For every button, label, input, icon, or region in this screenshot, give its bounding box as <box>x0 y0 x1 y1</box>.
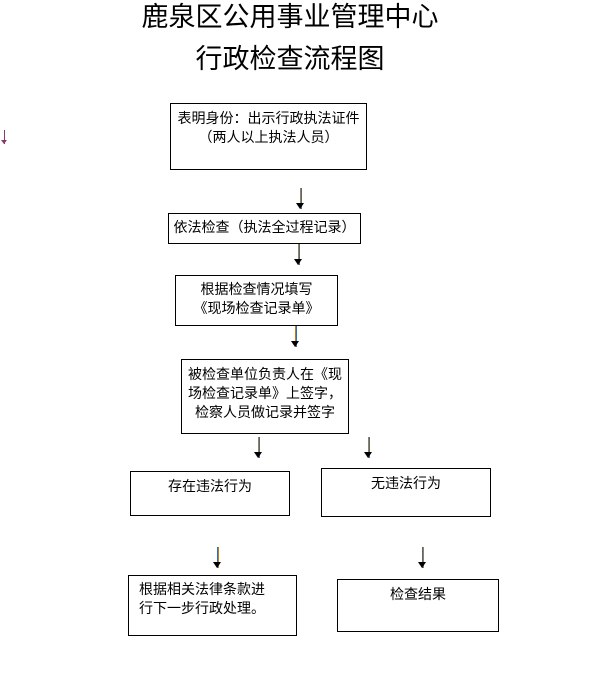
step-text: 场检查记录单》上签字， <box>188 386 342 402</box>
step-text: 《现场检查记录单》 <box>193 301 320 317</box>
stray-arrow-icon <box>0 130 9 144</box>
step-fill-record: 根据检查情况填写 《现场检查记录单》 <box>175 275 338 326</box>
arrow-down-icon <box>291 326 300 347</box>
branch-no-violation: 无违法行为 <box>321 468 491 517</box>
arrow-down-icon <box>294 244 303 265</box>
step-text: 依法检查（执法全过程记录） <box>173 220 356 236</box>
arrow-down-icon <box>213 547 222 568</box>
step-administrative-handling: 根据相关法律条款进 行下一步行政处理。 <box>128 575 297 636</box>
step-text: 根据相关法律条款进 <box>139 582 265 598</box>
branch-text: 存在违法行为 <box>168 479 252 495</box>
arrow-down-icon <box>254 437 263 458</box>
step-text: 检查结果 <box>390 587 446 603</box>
branch-text: 无违法行为 <box>371 476 441 492</box>
arrow-down-icon <box>418 547 427 568</box>
step-text: 表明身份：出示行政执法证件 <box>177 111 360 127</box>
step-text: 检察人员做记录并签字 <box>195 405 335 421</box>
page-subtitle: 行政检查流程图 <box>195 44 385 75</box>
step-sign: 被检查单位负责人在《现 场检查记录单》上签字， 检察人员做记录并签字 <box>181 359 349 434</box>
step-text: 行下一步行政处理。 <box>139 601 265 617</box>
step-text: （两人以上执法人员） <box>198 130 339 146</box>
step-text: 根据检查情况填写 <box>200 282 313 298</box>
branch-violation: 存在违法行为 <box>130 471 290 516</box>
arrow-down-icon <box>296 188 305 209</box>
page-title: 鹿泉区公用事业管理中心 <box>141 2 439 33</box>
step-show-identity: 表明身份：出示行政执法证件 （两人以上执法人员） <box>170 103 367 170</box>
step-text: 被检查单位负责人在《现 <box>188 367 342 383</box>
arrow-down-icon <box>364 437 373 458</box>
step-inspection-result: 检查结果 <box>337 579 499 632</box>
step-inspect: 依法检查（执法全过程记录） <box>168 213 361 244</box>
